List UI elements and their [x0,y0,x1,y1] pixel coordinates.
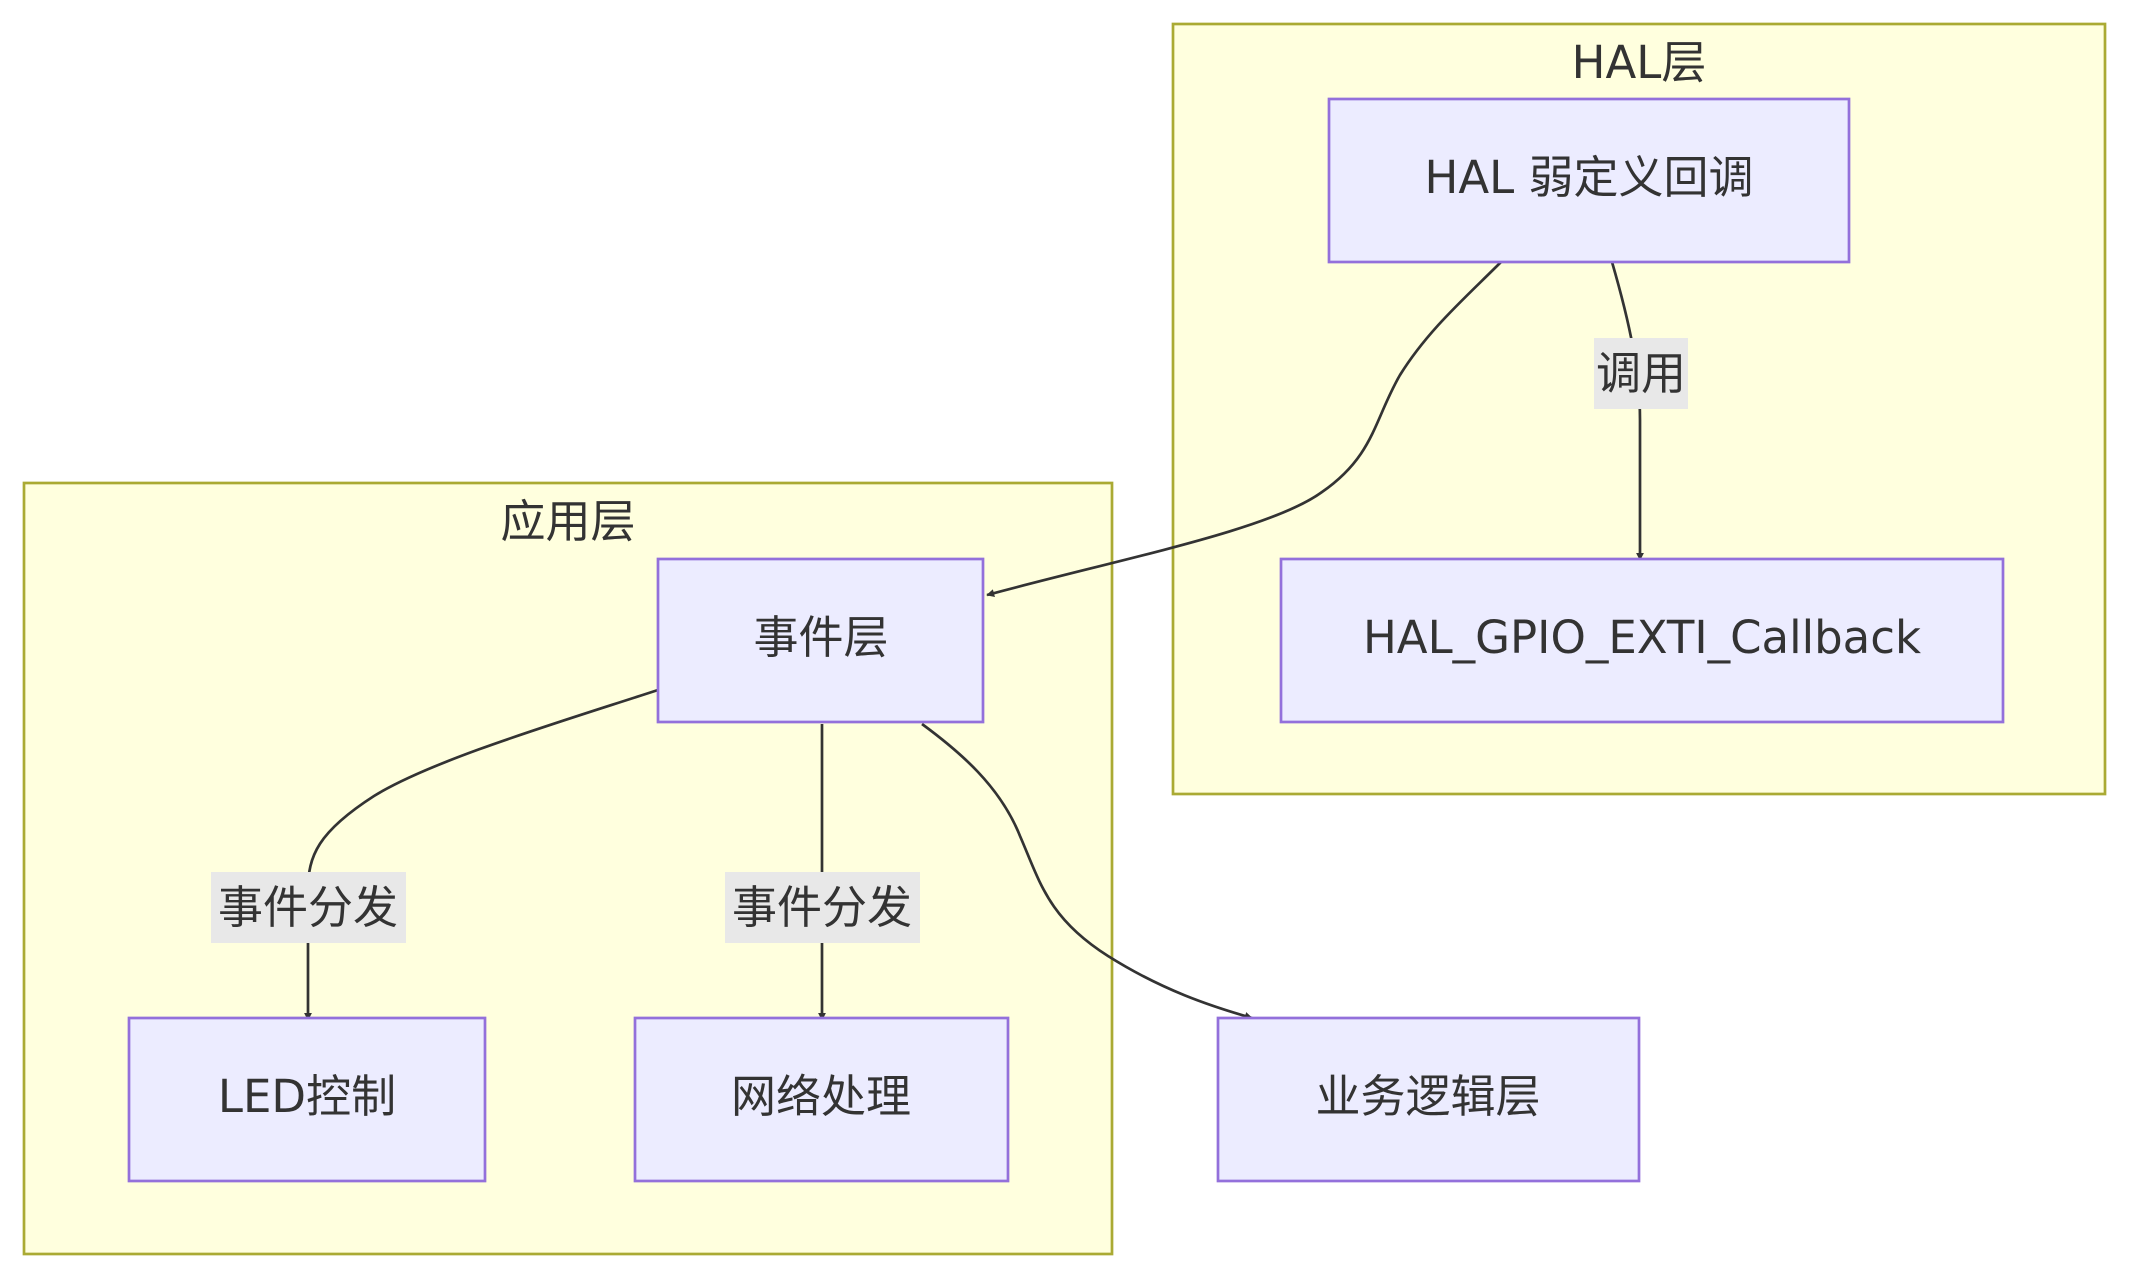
node-led-label: LED控制 [218,1070,396,1123]
cluster-hal-title: HAL层 [1572,36,1707,89]
edge-event-to-business [921,722,1253,1020]
node-hal-weak-label: HAL 弱定义回调 [1425,151,1754,204]
node-hal-gpio-box[interactable] [1279,557,2005,724]
edge-label-event-to-network: 事件分发 [732,881,912,934]
edge-path-event-to-business [921,722,1253,1020]
node-network-box[interactable] [633,1016,1010,1183]
node-event-layer[interactable]: 事件层 [656,557,985,724]
edge-hal-weak-to-gpio: 调用 [1594,261,1688,561]
node-hal-weak-callback[interactable]: HAL 弱定义回调 [1327,97,1851,264]
node-hal-gpio-label: HAL_GPIO_EXTI_Callback [1363,611,1921,664]
edge-event-to-network: 事件分发 [725,724,920,1021]
edge-label-event-to-led: 事件分发 [218,881,398,934]
edge-label-bg-event-to-led [211,872,406,943]
node-hal-weak-box[interactable] [1327,97,1851,264]
node-event-box[interactable] [656,557,985,724]
edge-path-event-to-led [304,688,659,1021]
edge-label-bg-event-to-network [725,872,920,943]
node-event-label: 事件层 [753,611,888,664]
edge-hal-weak-to-event [986,261,1502,597]
edge-path-weak-to-event [986,261,1502,597]
node-led-control[interactable]: LED控制 [127,1016,487,1183]
node-network-processing[interactable]: 网络处理 [633,1016,1010,1183]
node-business-logic[interactable]: 业务逻辑层 [1216,1016,1641,1183]
edge-label-weak-to-gpio: 调用 [1596,347,1686,400]
node-hal-gpio-exti-callback[interactable]: HAL_GPIO_EXTI_Callback [1279,557,2005,724]
edge-event-to-led: 事件分发 [211,688,659,1021]
node-network-label: 网络处理 [731,1070,911,1123]
node-business-label: 业务逻辑层 [1315,1070,1540,1123]
edge-label-bg-weak-to-gpio [1594,338,1688,409]
node-led-box[interactable] [127,1016,487,1183]
node-business-box[interactable] [1216,1016,1641,1183]
cluster-app-title: 应用层 [500,495,635,548]
